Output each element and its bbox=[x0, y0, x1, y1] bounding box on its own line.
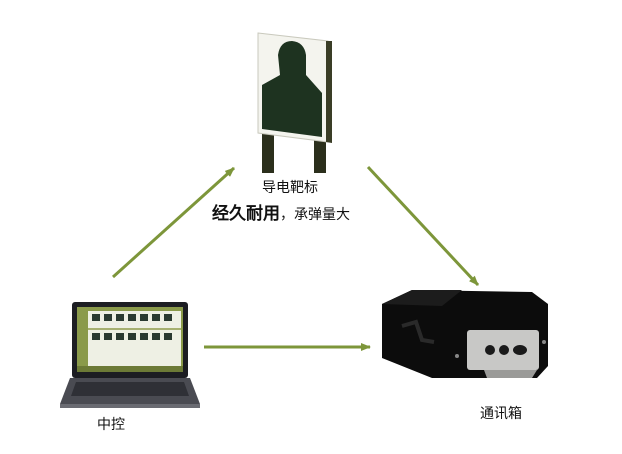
comm-box-label: 通讯箱 bbox=[480, 406, 522, 422]
comm-box-illustration bbox=[382, 290, 548, 378]
arrow-target-to-box bbox=[366, 165, 480, 287]
connector-2-icon bbox=[499, 345, 509, 355]
target-feature-sub: 承弹量大 bbox=[294, 207, 350, 223]
screen-target-grid bbox=[92, 314, 172, 340]
target-description: 经久耐用，承弹量大 bbox=[212, 199, 350, 224]
laptop-keyboard bbox=[71, 382, 189, 396]
laptop-illustration bbox=[60, 302, 200, 408]
target-separator: ， bbox=[280, 207, 294, 223]
target-board-illustration bbox=[257, 32, 332, 173]
arrow-laptop-to-target bbox=[111, 166, 236, 279]
target-label: 导电靶标 bbox=[262, 180, 318, 196]
target-feature-strong: 经久耐用 bbox=[212, 204, 280, 224]
comm-box-mount bbox=[484, 370, 537, 378]
connector-1-icon bbox=[485, 345, 495, 355]
target-post-left bbox=[262, 125, 274, 173]
laptop-label: 中控 bbox=[97, 417, 125, 433]
target-silhouette bbox=[262, 41, 322, 137]
connector-3-icon bbox=[513, 345, 527, 355]
